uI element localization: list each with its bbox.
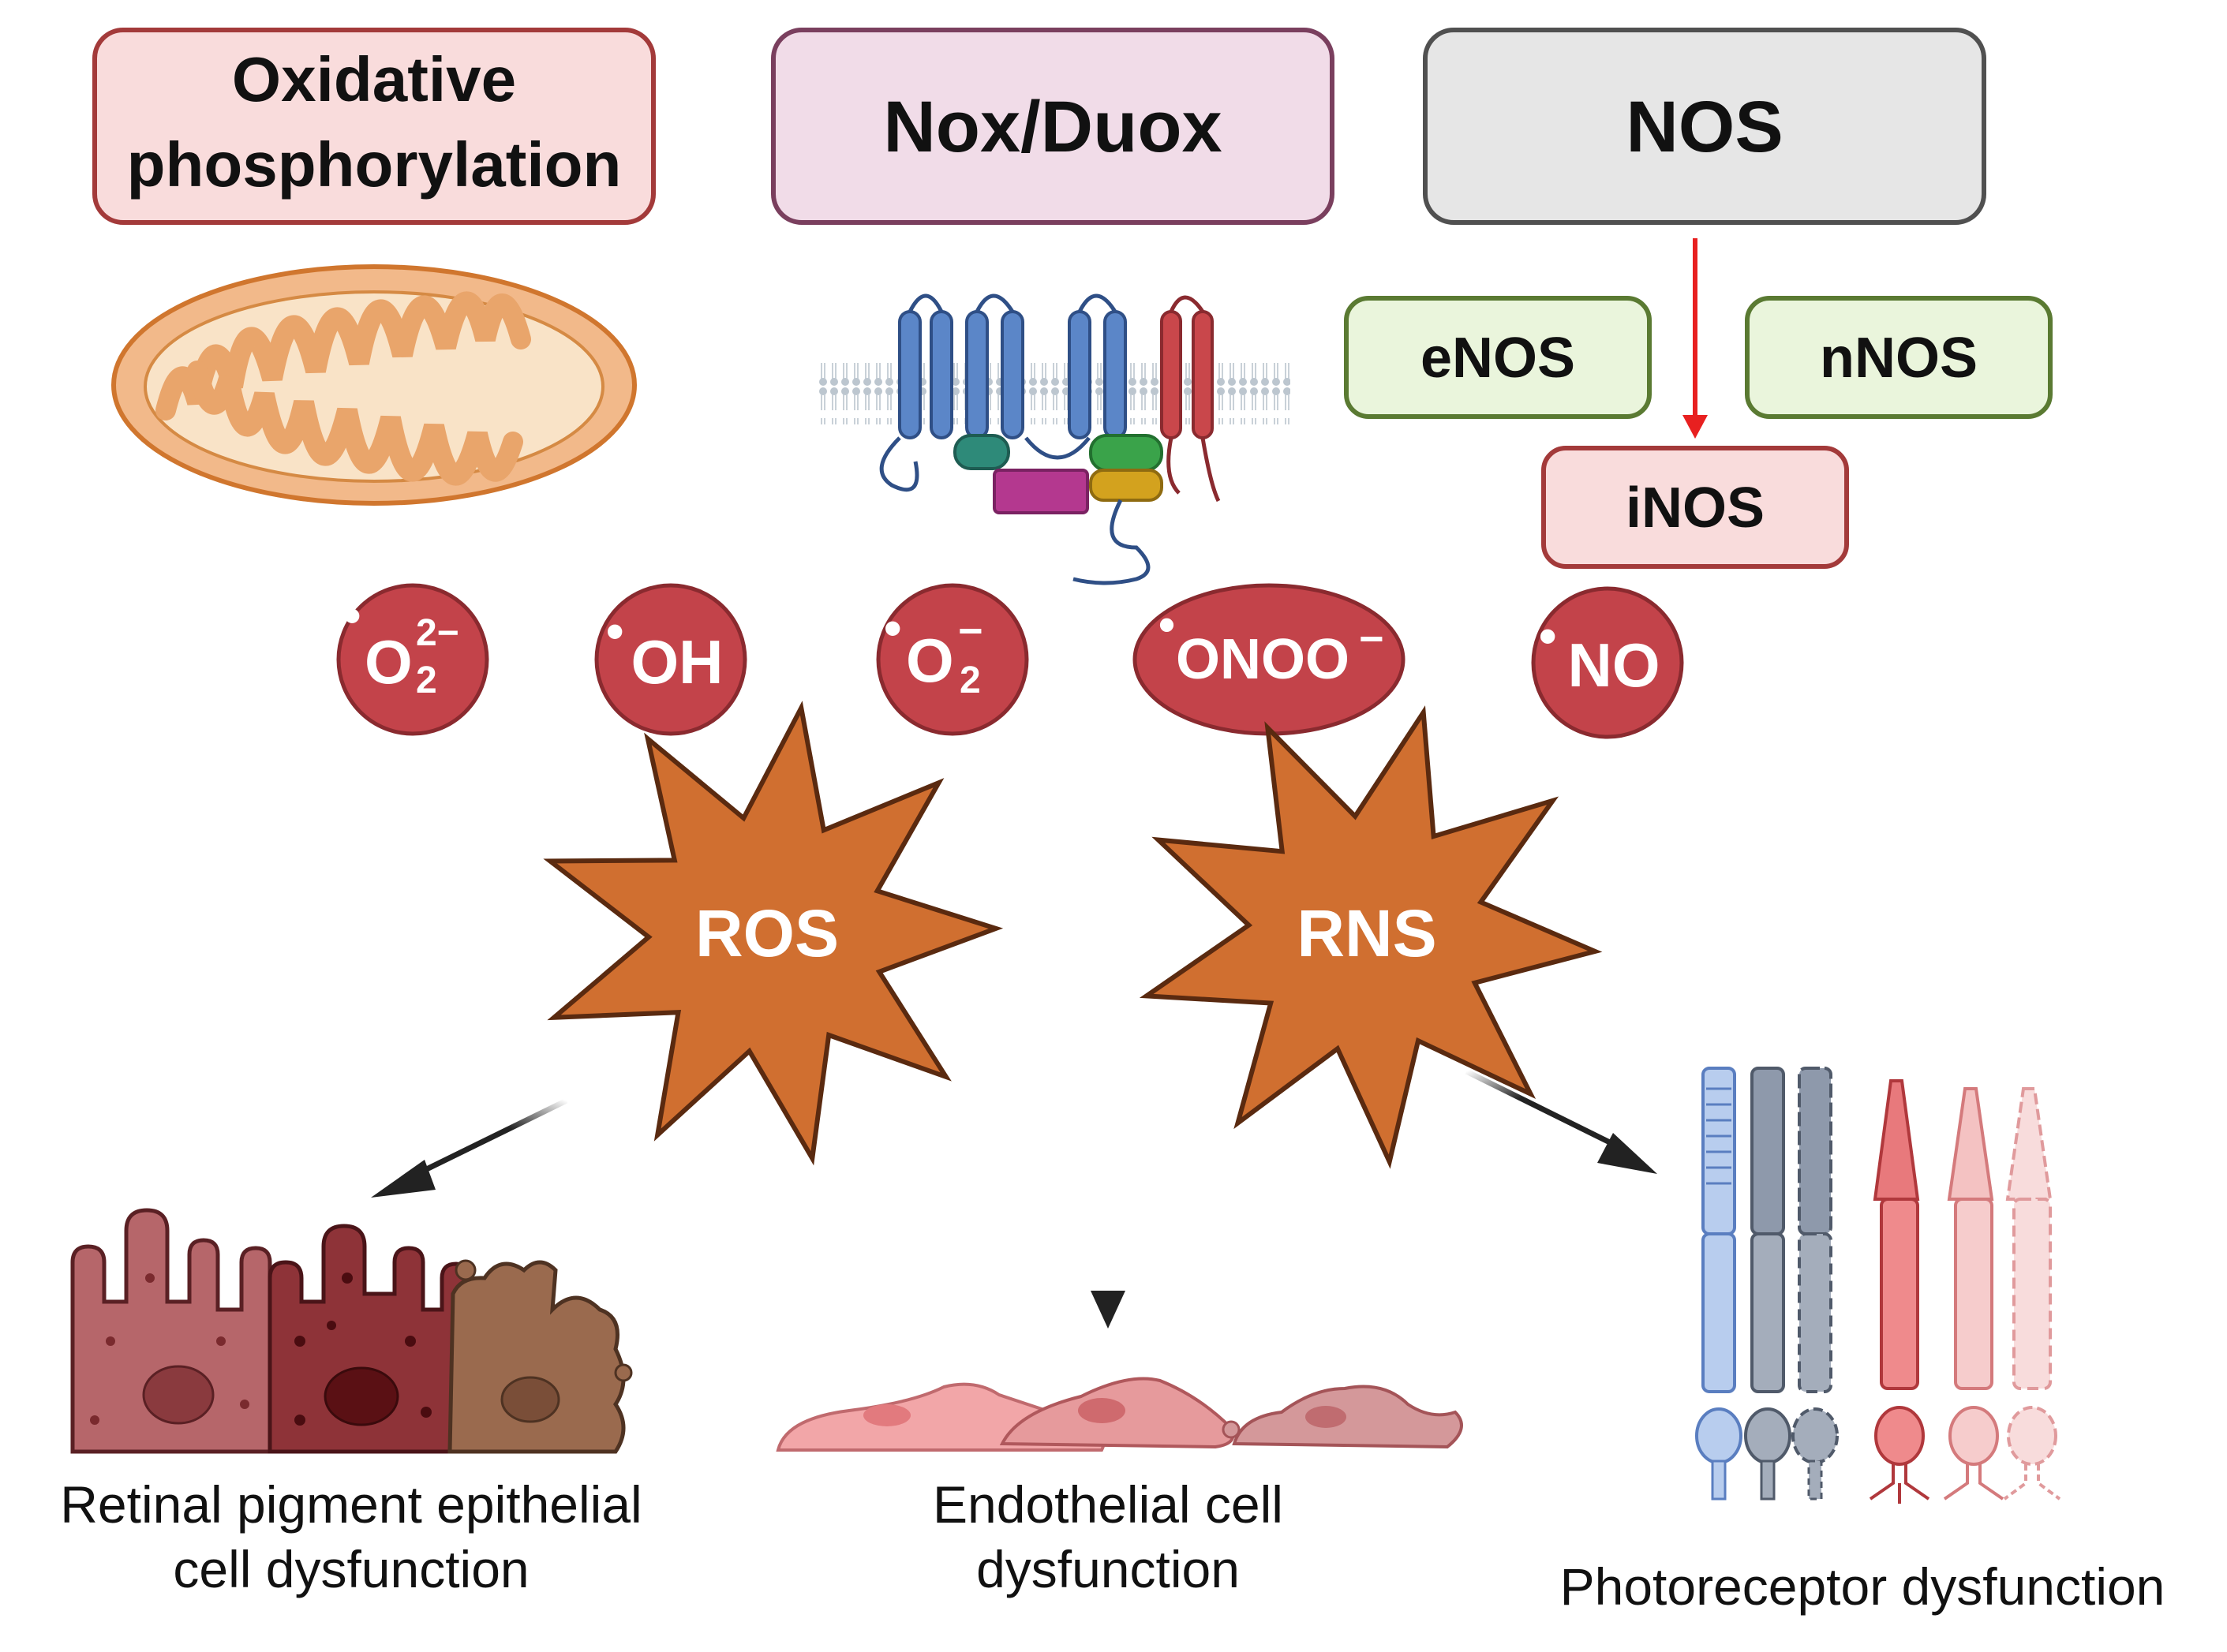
endothelial-caption-line2: dysfunction (976, 1540, 1240, 1598)
rns-label: RNS (1297, 896, 1436, 970)
rns-to-photoreceptor-arrow (1465, 1068, 1657, 1174)
photoreceptor-caption: Photoreceptor dysfunction (1560, 1557, 2165, 1616)
superoxide-dianion-species: • O 2− 2 (336, 583, 489, 736)
rns-burst: RNS (1139, 705, 1603, 1169)
nnos-label: nNOS (1820, 327, 1978, 390)
superoxide-sub: 2 (960, 660, 981, 701)
inos-box: iNOS (1541, 446, 1849, 569)
nitric-oxide-species: • NO (1531, 586, 1684, 739)
ros-to-rpe-arrow (371, 1097, 568, 1198)
svg-text:•: • (1158, 598, 1175, 651)
nos-label: NOS (1626, 87, 1783, 167)
ros-label: ROS (695, 896, 839, 970)
hydroxyl-base: OH (631, 627, 724, 697)
oxphos-label-line1: Oxidative (232, 44, 516, 114)
nox-duox-box: Nox/Duox (771, 28, 1334, 225)
nos-to-inos-arrow (1682, 238, 1708, 439)
peroxynitrite-sup: − (1359, 615, 1384, 663)
mitochondrion-icon (111, 264, 637, 506)
hydroxyl-radical-species: • OH (594, 583, 747, 736)
nox-duox-label: Nox/Duox (883, 87, 1222, 167)
enos-label: eNOS (1420, 327, 1575, 390)
endothelial-cells-icon (776, 1377, 1463, 1452)
peroxynitrite-base: ONOO (1176, 628, 1349, 691)
nos-box: NOS (1423, 28, 1986, 225)
inos-label: iNOS (1626, 477, 1765, 540)
ros-burst: ROS (543, 701, 1004, 1166)
rpe-caption-line1: Retinal pigment epithelial (60, 1475, 642, 1534)
oxphos-label-line2: phosphorylation (127, 129, 622, 200)
endothelial-caption-line1: Endothelial cell (933, 1475, 1283, 1534)
superoxide-dianion-sup: 2− (416, 612, 459, 654)
nnos-box: nNOS (1745, 296, 2053, 419)
enos-box: eNOS (1344, 296, 1652, 419)
oxidative-phosphorylation-box: Oxidative phosphorylation (92, 28, 656, 225)
svg-text:•: • (343, 587, 361, 644)
to-endothelial-arrow (1091, 1078, 1125, 1329)
superoxide-sup: − (958, 607, 983, 655)
svg-text:•: • (606, 603, 623, 660)
nox-duox-complex-icon (817, 293, 1290, 585)
svg-text:•: • (884, 600, 901, 656)
superoxide-dianion-sub: 2 (416, 660, 437, 701)
rpe-caption-line2: cell dysfunction (173, 1540, 529, 1598)
photoreceptors-icon (1695, 1067, 2061, 1504)
nitric-oxide-base: NO (1568, 630, 1660, 700)
peroxynitrite-species: • ONOO − (1132, 583, 1405, 736)
rpe-cells-icon (70, 1208, 633, 1454)
superoxide-base: O (906, 626, 954, 695)
superoxide-species: • O − 2 (876, 583, 1029, 736)
superoxide-dianion-base: O (365, 627, 413, 697)
svg-text:•: • (1539, 607, 1556, 664)
